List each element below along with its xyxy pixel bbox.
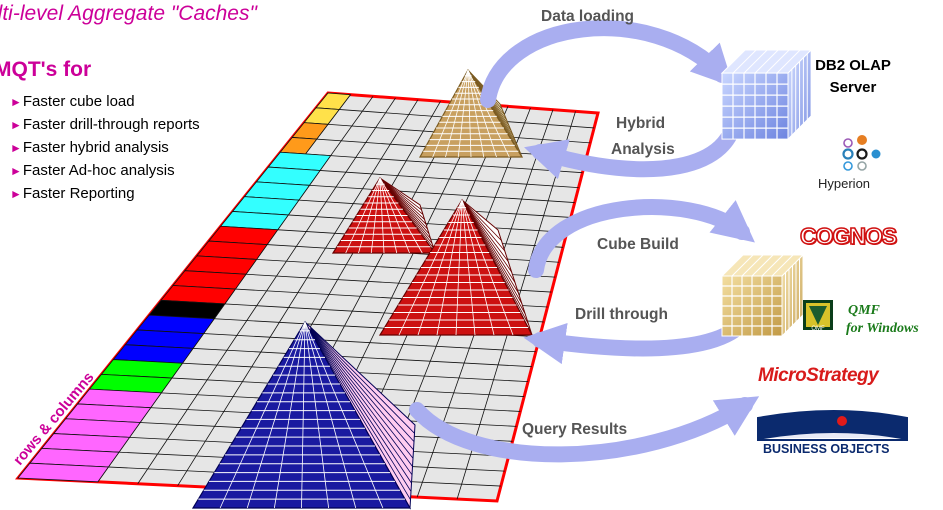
- bullet-arrow-icon: ►: [10, 187, 22, 201]
- cube-build-label: Cube Build: [597, 236, 679, 253]
- cognos-logo: COGNOS: [799, 222, 898, 250]
- feature-item: ►Faster Ad-hoc analysis: [10, 162, 200, 185]
- hyperion-label: Hyperion: [818, 176, 871, 191]
- bullet-arrow-icon: ►: [10, 95, 22, 109]
- data-grid: [14, 91, 600, 503]
- query-results-arrow: [409, 396, 760, 463]
- drill-through-label: Drill through: [575, 306, 668, 323]
- analysis-label: Analysis: [611, 141, 675, 158]
- page-subtitle: MQT's for: [0, 58, 92, 81]
- feature-label: Faster hybrid analysis: [22, 139, 169, 156]
- business-objects-logo-icon: [757, 410, 908, 441]
- db2-olap-cube-icon: [720, 48, 813, 141]
- feature-label: Faster drill-through reports: [22, 116, 200, 133]
- blue-pyramid: [191, 320, 416, 510]
- feature-list: ►Faster cube load ►Faster drill-through …: [10, 93, 200, 208]
- data-loading-label: Data loading: [541, 8, 635, 25]
- qmf-icon: QMF: [803, 300, 833, 332]
- hybrid-label: Hybrid: [616, 115, 666, 132]
- feature-item: ►Faster cube load: [10, 93, 200, 116]
- feature-label: Faster Reporting: [22, 185, 135, 202]
- bullet-arrow-icon: ►: [10, 141, 22, 155]
- hyperion-logo-icon: [842, 135, 881, 171]
- page-title: ulti-level Aggregate "Caches": [0, 2, 257, 25]
- feature-label: Faster cube load: [22, 93, 135, 110]
- cube-build-arrow: [528, 199, 755, 278]
- feature-item: ►Faster Reporting: [10, 185, 200, 208]
- qmf-line2: for Windows: [846, 321, 919, 336]
- data-loading-arrow: [480, 20, 734, 108]
- grid-cell: [17, 462, 110, 483]
- qmf-label: QMF for Windows: [846, 302, 919, 338]
- db2-olap-line2: Server: [829, 79, 877, 96]
- qmf-line1: QMF: [848, 303, 880, 318]
- business-objects-label: BUSINESS OBJECTS: [763, 442, 890, 456]
- qmf-icon-text: QMF: [811, 326, 825, 332]
- bullet-arrow-icon: ►: [10, 118, 22, 132]
- red-small-pyramid: [331, 176, 437, 254]
- feature-item: ►Faster hybrid analysis: [10, 139, 200, 162]
- feature-label: Faster Ad-hoc analysis: [22, 162, 175, 179]
- query-results-label: Query Results: [522, 421, 628, 438]
- db2-olap-label: DB2 OLAP Server: [808, 55, 898, 99]
- bullet-arrow-icon: ►: [10, 164, 22, 178]
- db2-olap-line1: DB2 OLAP: [815, 57, 891, 74]
- flow-arrows: [409, 20, 761, 463]
- feature-item: ►Faster drill-through reports: [10, 116, 200, 139]
- red-large-pyramid: [378, 198, 533, 336]
- cognos-cube-icon: [720, 253, 805, 338]
- microstrategy-logo: MicroStrategy: [758, 365, 879, 386]
